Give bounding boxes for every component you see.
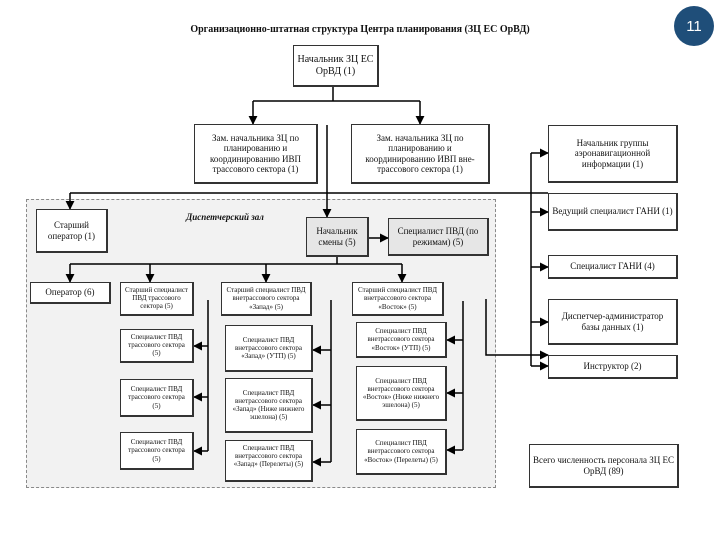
box-deputy-ivp: Зам. начальника ЗЦ по планированию и коо… [194,124,318,184]
box-total: Всего численность персонала ЗЦ ЕС ОрВД (… [529,444,679,488]
box-east-flights: Специалист ПВД внетрассового сектора «Во… [356,429,447,475]
box-route-3: Специалист ПВД трассового сектора (5) [120,432,194,470]
box-shift-head: Начальник смены (5) [306,217,369,257]
box-head: Начальник ЗЦ ЕС ОрВД (1) [293,45,379,87]
slide-number-badge: 11 [674,6,714,46]
box-west-flights: Специалист ПВД внетрассового сектора «За… [225,440,313,482]
box-route-2: Специалист ПВД трассового сектора (5) [120,379,194,417]
box-gani: Специалист ГАНИ (4) [548,255,678,279]
box-senior-route: Старший специалист ПВД трассового сектор… [120,282,194,316]
box-west-low: Специалист ПВД внетрассового сектора «За… [225,378,313,433]
box-lead-gani: Ведущий специалист ГАНИ (1) [548,193,678,231]
connector-hall-to-instructor [485,299,549,360]
box-east-low: Специалист ПВД внетрассового сектора «Во… [356,366,447,421]
box-route-1: Специалист ПВД трассового сектора (5) [120,329,194,363]
box-west-utp: Специалист ПВД внетрассового сектора «За… [225,325,313,372]
box-instructor: Инструктор (2) [548,355,678,379]
box-dispatcher-admin: Диспетчер-администратор базы данных (1) [548,299,678,345]
dispatcher-hall-label: Диспетчерский зал [186,212,264,222]
box-deputy-non-route: Зам. начальника ЗЦ по планированию и коо… [351,124,490,184]
box-group-head: Начальник группы аэронавигационной инфор… [548,125,678,183]
box-senior-east: Старший специалист ПВД внетрассового сек… [352,282,444,316]
box-senior-operator: Старший оператор (1) [36,209,108,253]
box-ivp-regimes: Специалист ПВД (по режимам) (5) [388,218,489,256]
box-east-utp: Специалист ПВД внетрассового сектора «Во… [356,322,447,358]
page-title: Организационно-штатная структура Центра … [190,24,530,35]
box-senior-west: Старший специалист ПВД внетрассового сек… [221,282,312,316]
box-operator: Оператор (6) [30,282,111,304]
